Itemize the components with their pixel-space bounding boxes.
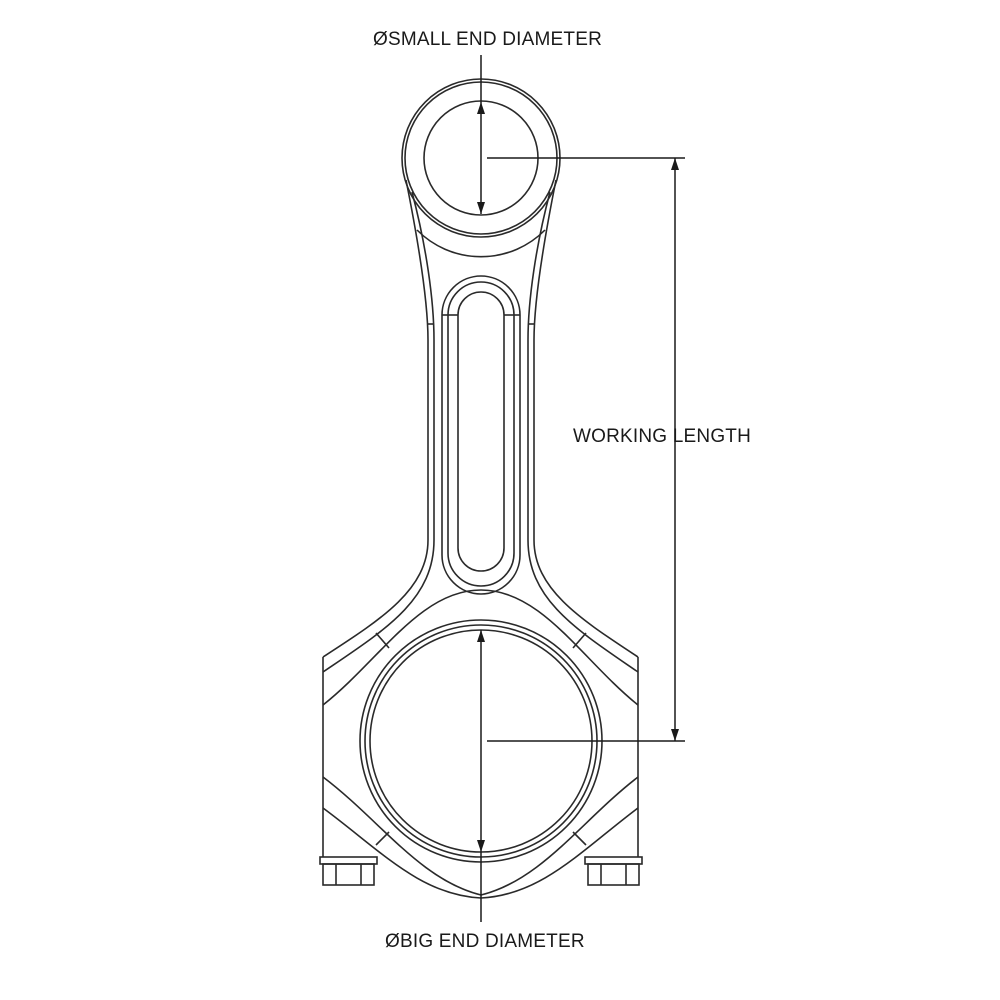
arrowhead — [671, 158, 679, 170]
shank-right-outer — [533, 179, 639, 658]
small-end-lower-arc — [416, 229, 546, 258]
big-end-tick — [375, 831, 390, 846]
arrowhead — [477, 840, 485, 852]
shank-right-inner — [527, 191, 639, 673]
big-end-body — [322, 657, 639, 857]
big-end-cap-arc — [322, 589, 639, 706]
slot-inner — [457, 291, 505, 572]
shank-left-outer — [322, 179, 429, 658]
bolt-right-head — [587, 863, 640, 886]
slot-mid — [447, 281, 515, 587]
arrowhead — [671, 729, 679, 741]
bolt-right-flange — [584, 856, 643, 865]
bolt-left-head — [322, 863, 375, 886]
big-end-lower-right — [480, 776, 639, 899]
slot-outer — [441, 275, 521, 595]
big-end-lower-left — [322, 776, 482, 899]
big-end-tick — [375, 632, 390, 649]
arrowhead — [477, 202, 485, 214]
arrowhead — [477, 102, 485, 114]
arrowhead — [477, 630, 485, 642]
big-end-tick — [572, 831, 587, 846]
big-end-diameter-label: ØBIG END DIAMETER — [385, 931, 585, 952]
small-end-diameter-label: ØSMALL END DIAMETER — [373, 29, 603, 50]
working-length-label: WORKING LENGTH — [573, 426, 752, 447]
big-end-tick — [572, 632, 587, 649]
dimension-lines — [477, 55, 685, 922]
shank-left-inner — [322, 191, 435, 673]
bolt-left-flange — [319, 856, 378, 865]
